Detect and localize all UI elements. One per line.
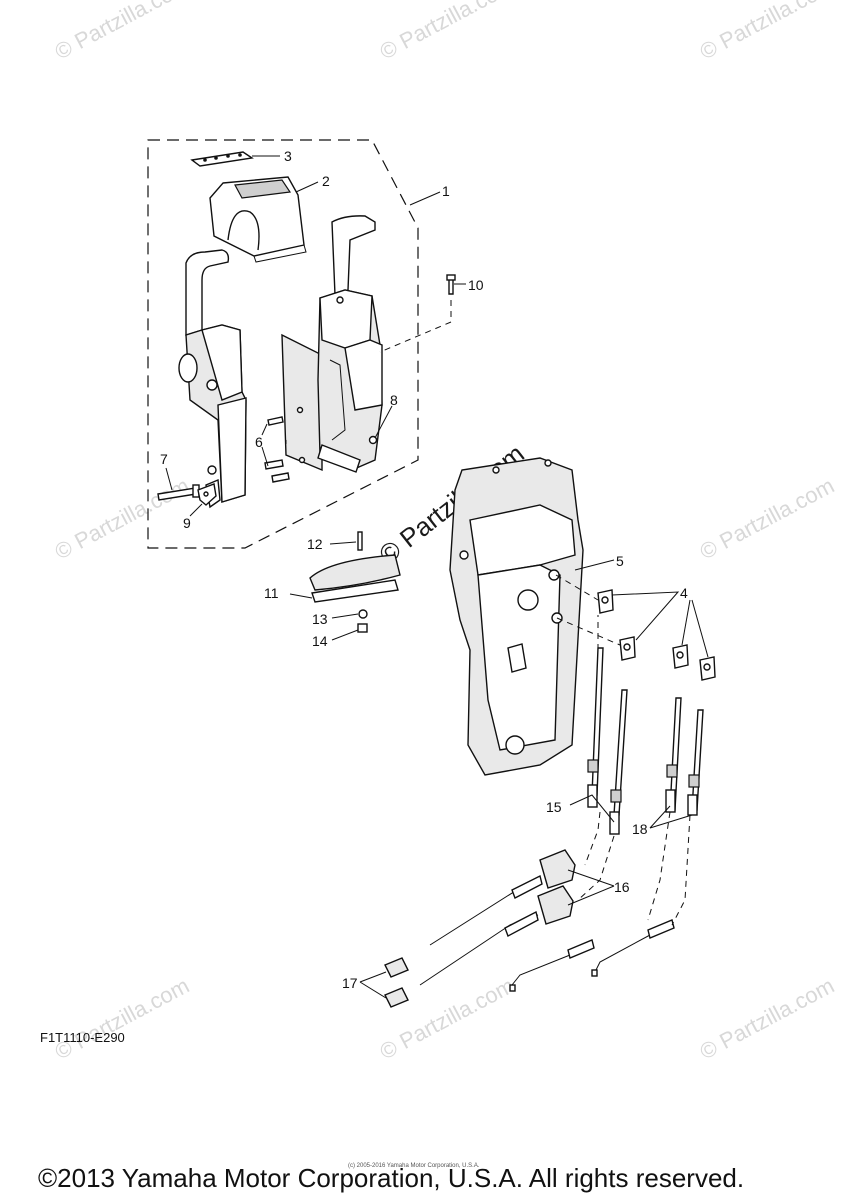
- callout-14: 14: [312, 633, 328, 649]
- callout-labels: 1 2 3 4 5 6 7 8 9 10 11 12 13 14 15 16 1…: [160, 148, 688, 991]
- part-11-bracket: [309, 554, 401, 603]
- callout-5: 5: [616, 553, 624, 569]
- watermark-bottom-right: © Partzilla.com: [696, 973, 839, 1065]
- callout-11: 11: [264, 585, 279, 601]
- watermark-bottom-left: © Partzilla.com: [51, 973, 194, 1065]
- watermark-mid-right: © Partzilla.com: [696, 473, 839, 565]
- callout-10: 10: [468, 277, 484, 293]
- callout-9: 9: [183, 515, 191, 531]
- part-6-screws: [264, 416, 290, 483]
- callout-4: 4: [680, 585, 688, 601]
- watermark-top-middle: © Partzilla.com: [376, 0, 519, 64]
- callout-8: 8: [390, 392, 398, 408]
- watermark-top-right: © Partzilla.com: [696, 0, 839, 64]
- copyright-notice: ©2013 Yamaha Motor Corporation, U.S.A. A…: [38, 1163, 745, 1193]
- diagram-code: F1T1110-E290: [40, 1030, 125, 1045]
- part-5-housing: [449, 457, 584, 776]
- part-14-nut: [357, 623, 368, 633]
- control-left-half: [178, 249, 247, 509]
- part-15-cables: [587, 647, 628, 835]
- part-16-grommets: [537, 849, 576, 925]
- cable-lines: [419, 874, 675, 992]
- part-10-bolt: [446, 274, 456, 295]
- part-4-cable-ends: [597, 589, 716, 681]
- callout-17: 17: [342, 975, 358, 991]
- part-12-pin: [357, 531, 363, 551]
- part-2-cover: [209, 176, 307, 263]
- watermark-mid-left: © Partzilla.com: [51, 473, 194, 565]
- part-10-guide: [379, 300, 452, 353]
- part-3-plate: [190, 151, 254, 167]
- part-17-end-caps: [384, 957, 409, 1008]
- gasket-plate: [281, 333, 323, 472]
- callout-13: 13: [312, 611, 328, 627]
- callout-6: 6: [255, 434, 263, 450]
- fine-print: (c) 2005-2016 Yamaha Motor Corporation, …: [348, 1163, 480, 1169]
- guide-lines: [285, 440, 691, 926]
- callout-16: 16: [614, 879, 630, 895]
- watermark-bottom-middle: © Partzilla.com: [376, 973, 519, 1065]
- callout-3: 3: [284, 148, 292, 164]
- callout-12: 12: [307, 536, 323, 552]
- watermark-top-left: © Partzilla.com: [51, 0, 194, 64]
- part-18-cables: [665, 697, 704, 816]
- callout-18: 18: [632, 821, 648, 837]
- callout-1: 1: [442, 183, 450, 199]
- leader-lines: [165, 155, 709, 999]
- part-13-washer: [358, 609, 368, 619]
- part-9-link: [197, 483, 217, 506]
- control-right-half: [317, 215, 383, 473]
- callout-2: 2: [322, 173, 330, 189]
- part-8-washer: [368, 435, 378, 445]
- assembly-boundary: [147, 139, 419, 549]
- callout-7: 7: [160, 451, 168, 467]
- watermark-layer: © Partzilla.com © Partzilla.com © Partzi…: [51, 0, 839, 1064]
- callout-15: 15: [546, 799, 562, 815]
